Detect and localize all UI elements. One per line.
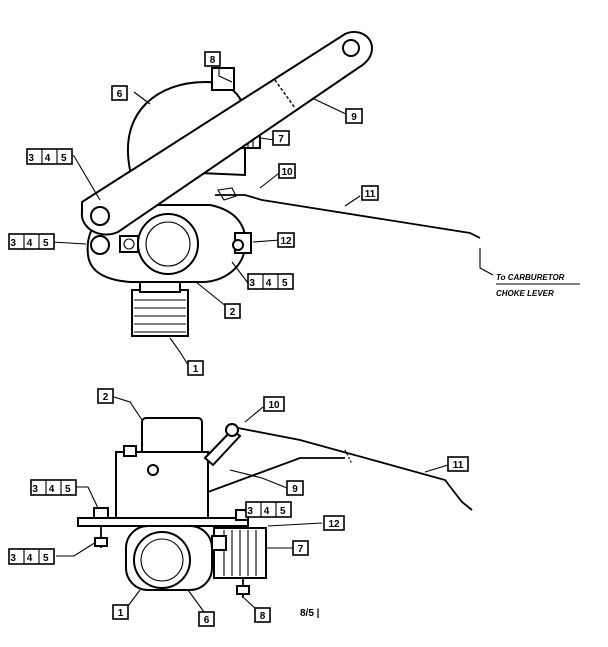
callout-345-c-text: 3 4 5 [249, 278, 291, 289]
side-callout-7-text: 7 [298, 544, 304, 555]
top-bracket [211, 67, 235, 91]
lever-arm [80, 30, 374, 236]
callout-2-text: 2 [230, 307, 236, 318]
callout-11-text: 11 [365, 189, 376, 200]
side-callout-7 [292, 540, 309, 556]
carburetor-note-line2: CHOKE LEVER [496, 289, 554, 298]
side-callout-9-text: 9 [292, 484, 298, 495]
side-callout-345-c-text: 3 4 5 [10, 553, 52, 564]
lever-pivot [225, 423, 239, 437]
body-screw [147, 464, 159, 476]
flange-hole-left [90, 235, 110, 255]
callout-7-text: 7 [278, 134, 284, 145]
callout-2 [224, 303, 241, 319]
callout-345-a-text: 3 4 5 [28, 153, 70, 164]
side-callout-10-text: 10 [268, 400, 280, 411]
top-view: 8 6 9 7 10 11 3 4 5 3 4 5 12 3 4 5 2 1 T… [8, 30, 580, 376]
side-callout-11-text: 11 [453, 460, 464, 471]
linkage-rod [215, 194, 481, 239]
side-callout-6-text: 6 [204, 615, 210, 626]
body-nut-top [123, 445, 137, 457]
cylinder-collar [139, 281, 181, 293]
lever-pivot-hole [90, 206, 110, 226]
carburetor-note-line1: To CARBURETOR [496, 273, 565, 282]
callout-345-a [26, 148, 73, 165]
side-lever [203, 428, 242, 467]
side-callout-345-c [8, 548, 55, 565]
side-leaders [56, 396, 449, 613]
callout-12-text: 12 [280, 236, 292, 247]
callout-10 [278, 163, 296, 179]
side-callout-8 [254, 607, 271, 623]
callout-12 [277, 232, 295, 248]
side-callout-2-text: 2 [103, 392, 109, 403]
valve-bore-inner [145, 221, 191, 267]
bolt-8-nut [236, 585, 250, 595]
page-number: 8/5 | [300, 608, 320, 619]
callout-6-text: 6 [117, 89, 123, 100]
bolt-left-nut [94, 537, 108, 547]
adjust-screw [119, 235, 139, 253]
callout-8 [204, 51, 221, 67]
callout-345-c [247, 273, 294, 290]
callout-345-b [8, 233, 55, 250]
callout-9 [345, 108, 363, 124]
side-callout-1-text: 1 [118, 608, 124, 619]
lower-cylinder [133, 531, 191, 589]
base-plate [77, 517, 249, 527]
plate-nut-left [93, 507, 109, 519]
side-callout-345-a-text: 3 4 5 [32, 484, 74, 495]
side-callout-345-b [245, 501, 292, 518]
callout-6 [111, 85, 128, 101]
cylinder-shading [134, 299, 186, 333]
side-callout-345-b-text: 3 4 5 [247, 506, 289, 517]
side-view: 2 10 11 3 4 5 9 3 4 5 12 3 4 5 7 1 6 8 8… [8, 388, 473, 627]
side-callout-11 [447, 456, 469, 472]
callout-11 [361, 185, 379, 201]
side-callout-12 [323, 515, 345, 531]
side-callout-9 [286, 480, 304, 496]
callout-9-text: 9 [351, 112, 357, 123]
callout-345-b-text: 3 4 5 [10, 238, 52, 249]
cylinder-body [131, 289, 189, 337]
callout-7 [272, 130, 290, 146]
flange-hole-right [232, 239, 244, 251]
callout-8-text: 8 [210, 55, 216, 66]
spring-block-nut [211, 535, 227, 551]
rod-clip [217, 187, 237, 201]
side-callout-10 [263, 396, 285, 412]
side-rod-dash [344, 449, 353, 465]
adjust-screw-head [123, 238, 135, 250]
lower-cylinder-inner [140, 538, 184, 582]
lever-break-line [274, 79, 296, 109]
side-callout-12-text: 12 [328, 519, 340, 530]
side-callout-8-text: 8 [260, 611, 266, 622]
callout-1-text: 1 [193, 364, 199, 375]
side-callout-6 [198, 611, 215, 627]
callout-1 [187, 360, 204, 376]
valve-bore [137, 213, 199, 275]
side-callout-345-a [30, 479, 77, 496]
side-callout-2 [97, 388, 114, 404]
side-rod-lower [207, 457, 345, 493]
main-body [115, 451, 209, 523]
side-rod [237, 427, 473, 511]
lever-end-hole [342, 39, 360, 57]
side-callout-1 [112, 604, 129, 620]
callout-10-text: 10 [281, 167, 293, 178]
